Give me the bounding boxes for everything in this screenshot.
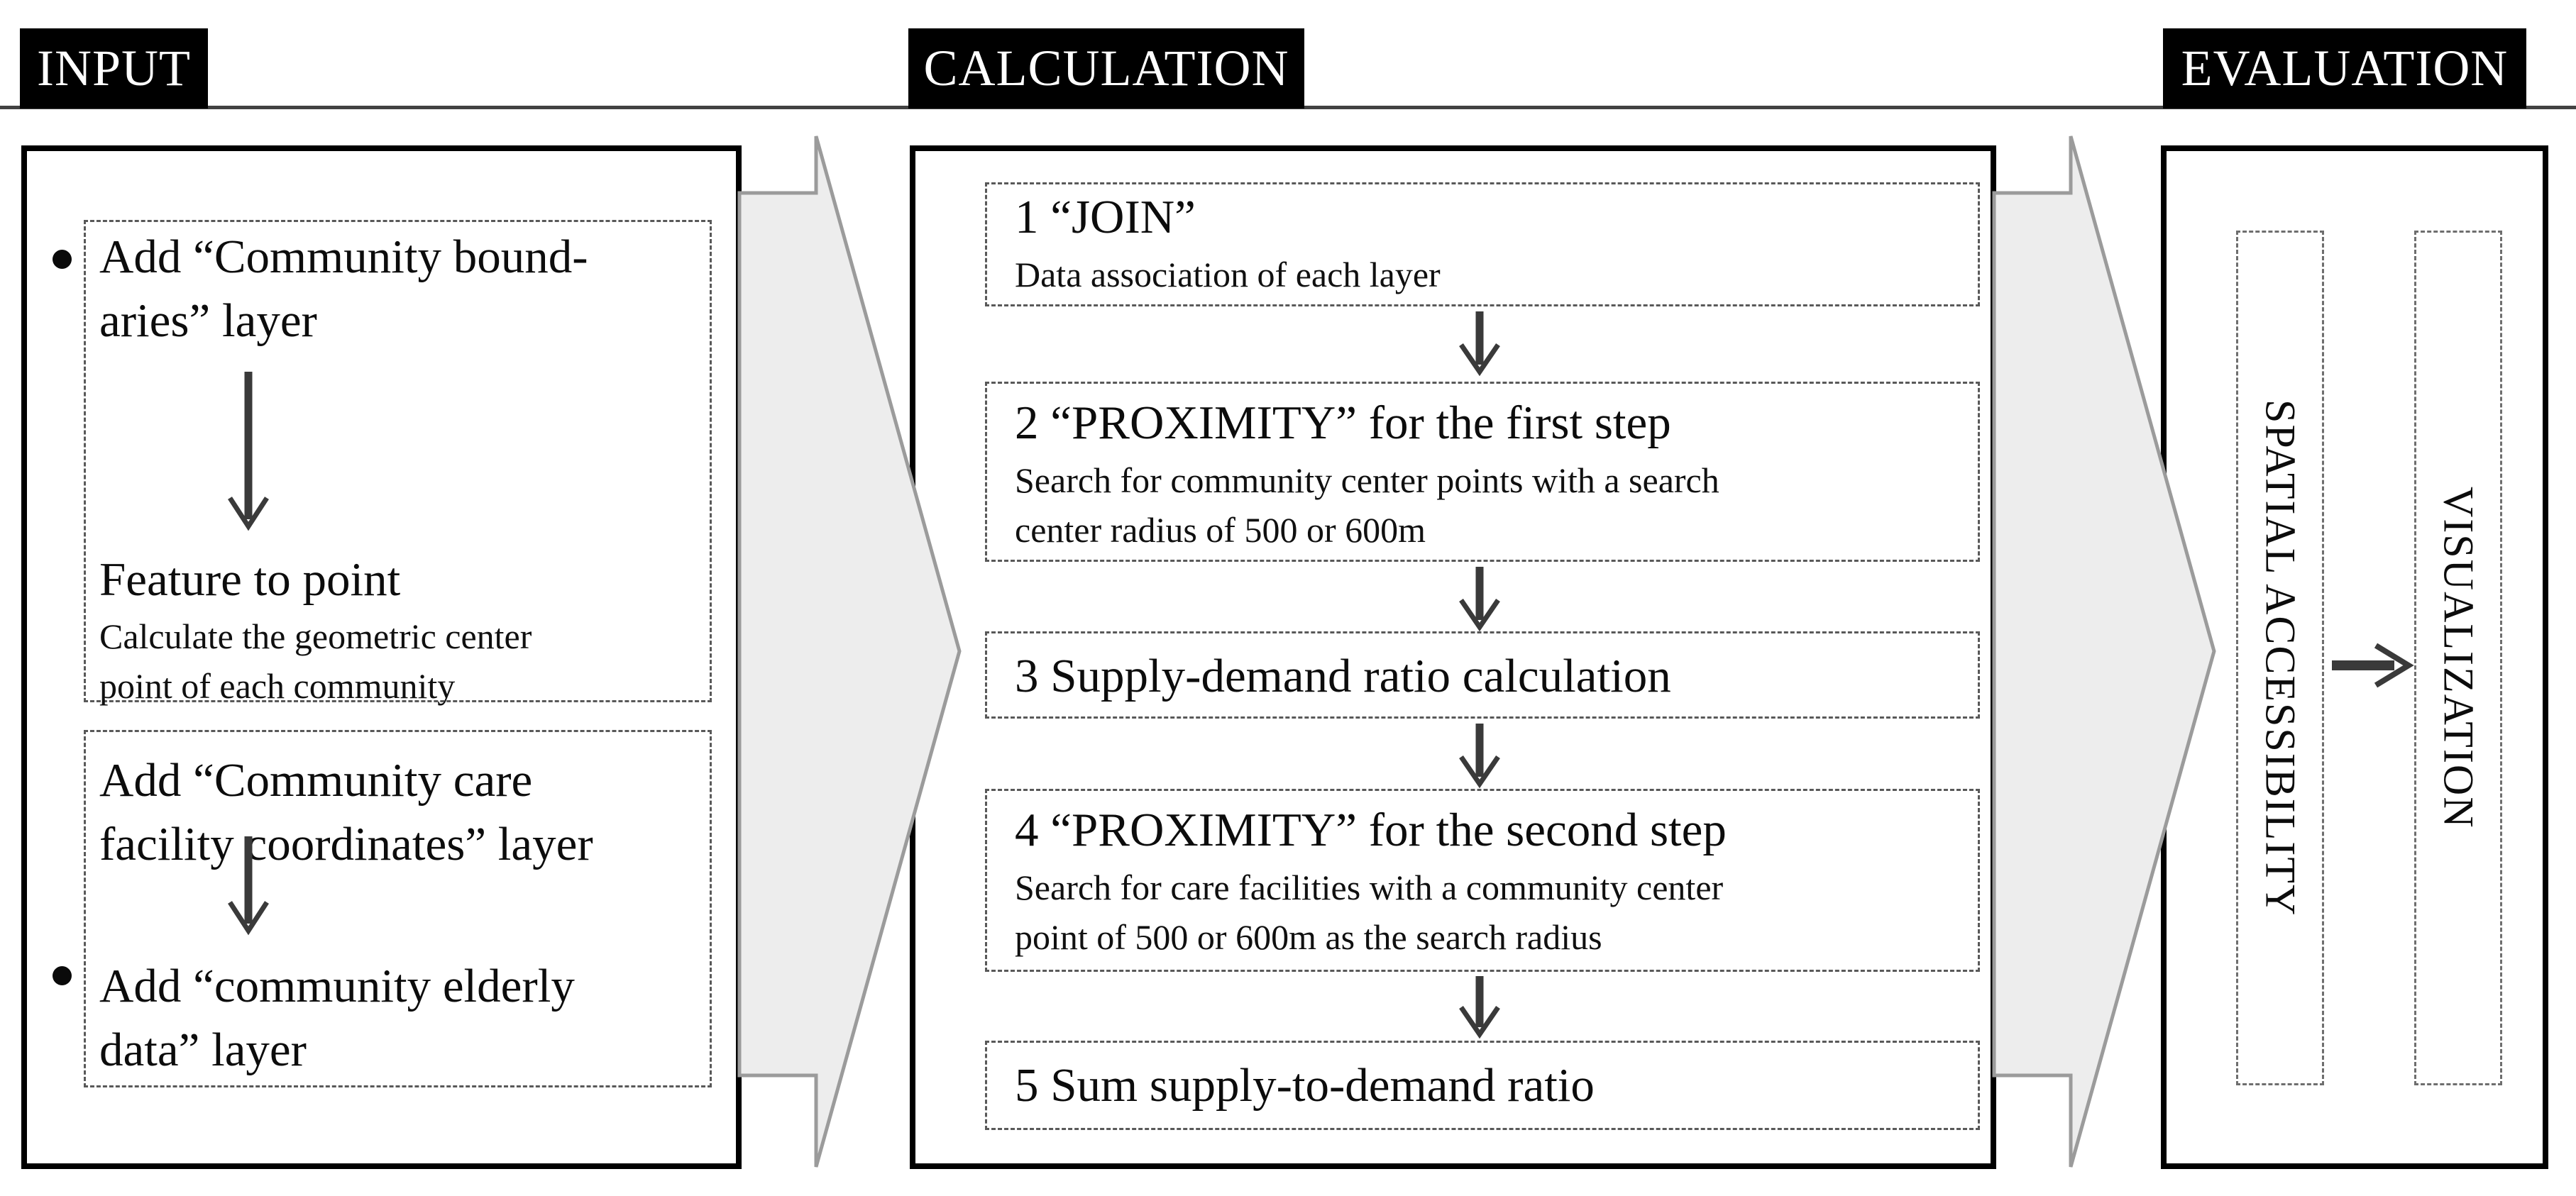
input-box1-line1: Add “Community bound- [99, 231, 588, 283]
evaluation-panel [2161, 145, 2548, 1169]
calc-step4-sub2: point of 500 or 600m as the search radiu… [1015, 917, 1602, 957]
calc-step2-title: 2 “PROXIMITY” for the first step [1015, 397, 1671, 449]
calc-step1-sub1: Data association of each layer [1015, 255, 1441, 294]
calc-step4-sub1: Search for care facilities with a commun… [1015, 868, 1724, 907]
bullet-icon [53, 250, 72, 269]
calc-step-box-5 [985, 1041, 1980, 1130]
input-step-box-facilities [84, 730, 712, 1087]
down-arrow-icon [1459, 976, 1500, 1039]
header-label-calculation: CALCULATION [908, 28, 1304, 109]
calc-step-box-3 [985, 631, 1980, 719]
calc-step-box-1 [985, 182, 1980, 306]
down-arrow-icon [1459, 311, 1500, 377]
right-arrow-icon [2332, 643, 2414, 688]
calc-step1-title: 1 “JOIN” [1015, 191, 1196, 243]
eval-box1-label: SPATIAL ACCESSIBILITY [2257, 399, 2304, 917]
input-box2-line2: facility coordinates” layer [99, 818, 593, 870]
calc-step-box-2 [985, 382, 1980, 562]
calc-step-box-4 [985, 789, 1980, 972]
input-box2-step-line2: data” layer [99, 1024, 307, 1076]
input-box2-step-line1: Add “community elderly [99, 960, 575, 1012]
calc-step4-title: 4 “PROXIMITY” for the second step [1015, 804, 1727, 856]
down-arrow-icon [1459, 724, 1500, 789]
input-box2-line1: Add “Community care [99, 754, 533, 807]
calculation-panel [910, 145, 1996, 1169]
bullet-icon [53, 966, 72, 985]
eval-box-spatial-accessibility: SPATIAL ACCESSIBILITY [2236, 231, 2324, 1085]
down-arrow-icon [228, 372, 269, 531]
calc-step2-sub2: center radius of 500 or 600m [1015, 510, 1426, 550]
down-arrow-icon [1459, 567, 1500, 632]
input-step-box-boundaries [84, 220, 712, 702]
eval-box-visualization: VISUALIZATION [2414, 231, 2502, 1085]
header-label-input: INPUT [20, 28, 208, 109]
calc-step3-title: 3 Supply-demand ratio calculation [1015, 650, 1671, 702]
calc-step5-title: 5 Sum supply-to-demand ratio [1015, 1059, 1595, 1112]
input-box1-step-sub1: Calculate the geometric center [99, 616, 532, 656]
input-box1-step-sub2: point of each community [99, 666, 456, 706]
eval-box2-label: VISUALIZATION [2435, 487, 2482, 829]
input-box1-line2: aries” layer [99, 294, 317, 347]
calc-step2-sub1: Search for community center points with … [1015, 460, 1719, 500]
input-panel [21, 145, 742, 1169]
down-arrow-icon [228, 836, 269, 936]
header-label-evaluation: EVALUATION [2163, 28, 2526, 109]
input-box1-step-title: Feature to point [99, 553, 401, 606]
